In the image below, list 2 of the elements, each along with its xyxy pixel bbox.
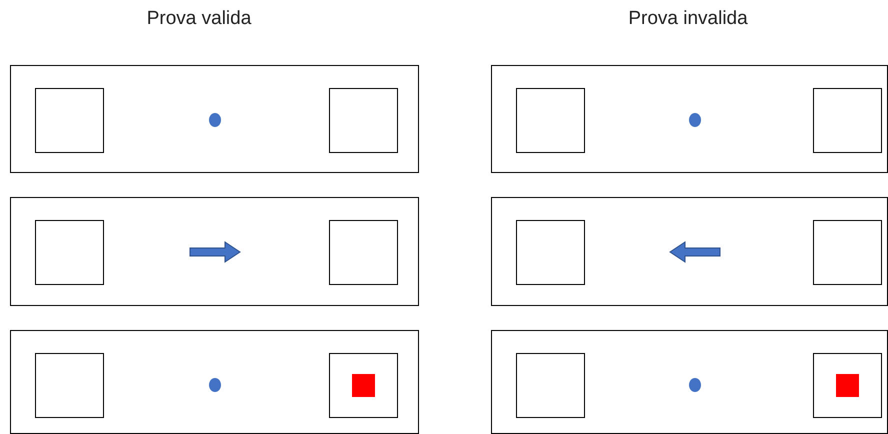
column-heading: Prova valida xyxy=(146,8,252,30)
column-heading: Prova invalida xyxy=(628,8,748,30)
